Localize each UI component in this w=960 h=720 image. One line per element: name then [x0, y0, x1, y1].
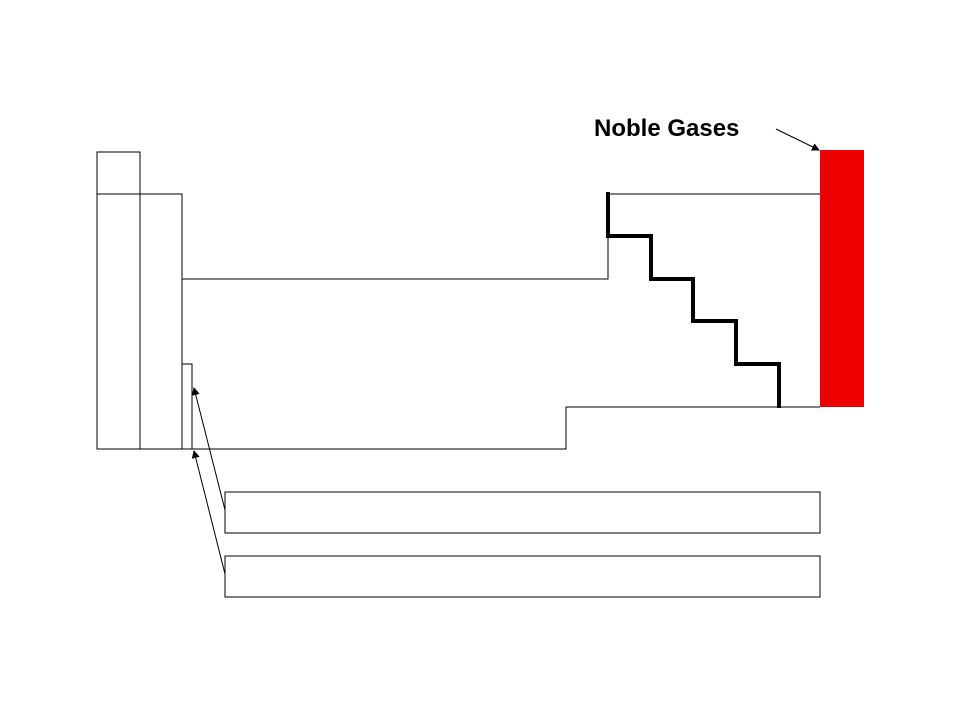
noble-gases-arrow — [775, 128, 820, 151]
actinide-row — [224, 555, 821, 598]
noble-gases-column — [820, 150, 864, 407]
lanthanide-row — [224, 491, 821, 534]
group-1-column — [96, 193, 141, 450]
hydrogen-cell — [96, 151, 141, 195]
group-2-column — [139, 193, 183, 450]
noble-gases-label: Noble Gases — [594, 115, 739, 142]
lanthanide-arrow — [191, 387, 226, 511]
table-upper-outline — [181, 193, 820, 280]
f-block-slot — [182, 363, 193, 449]
actinide-arrow — [191, 450, 226, 575]
table-lower-outline — [182, 406, 820, 450]
metalloid-staircase-line — [606, 192, 781, 408]
